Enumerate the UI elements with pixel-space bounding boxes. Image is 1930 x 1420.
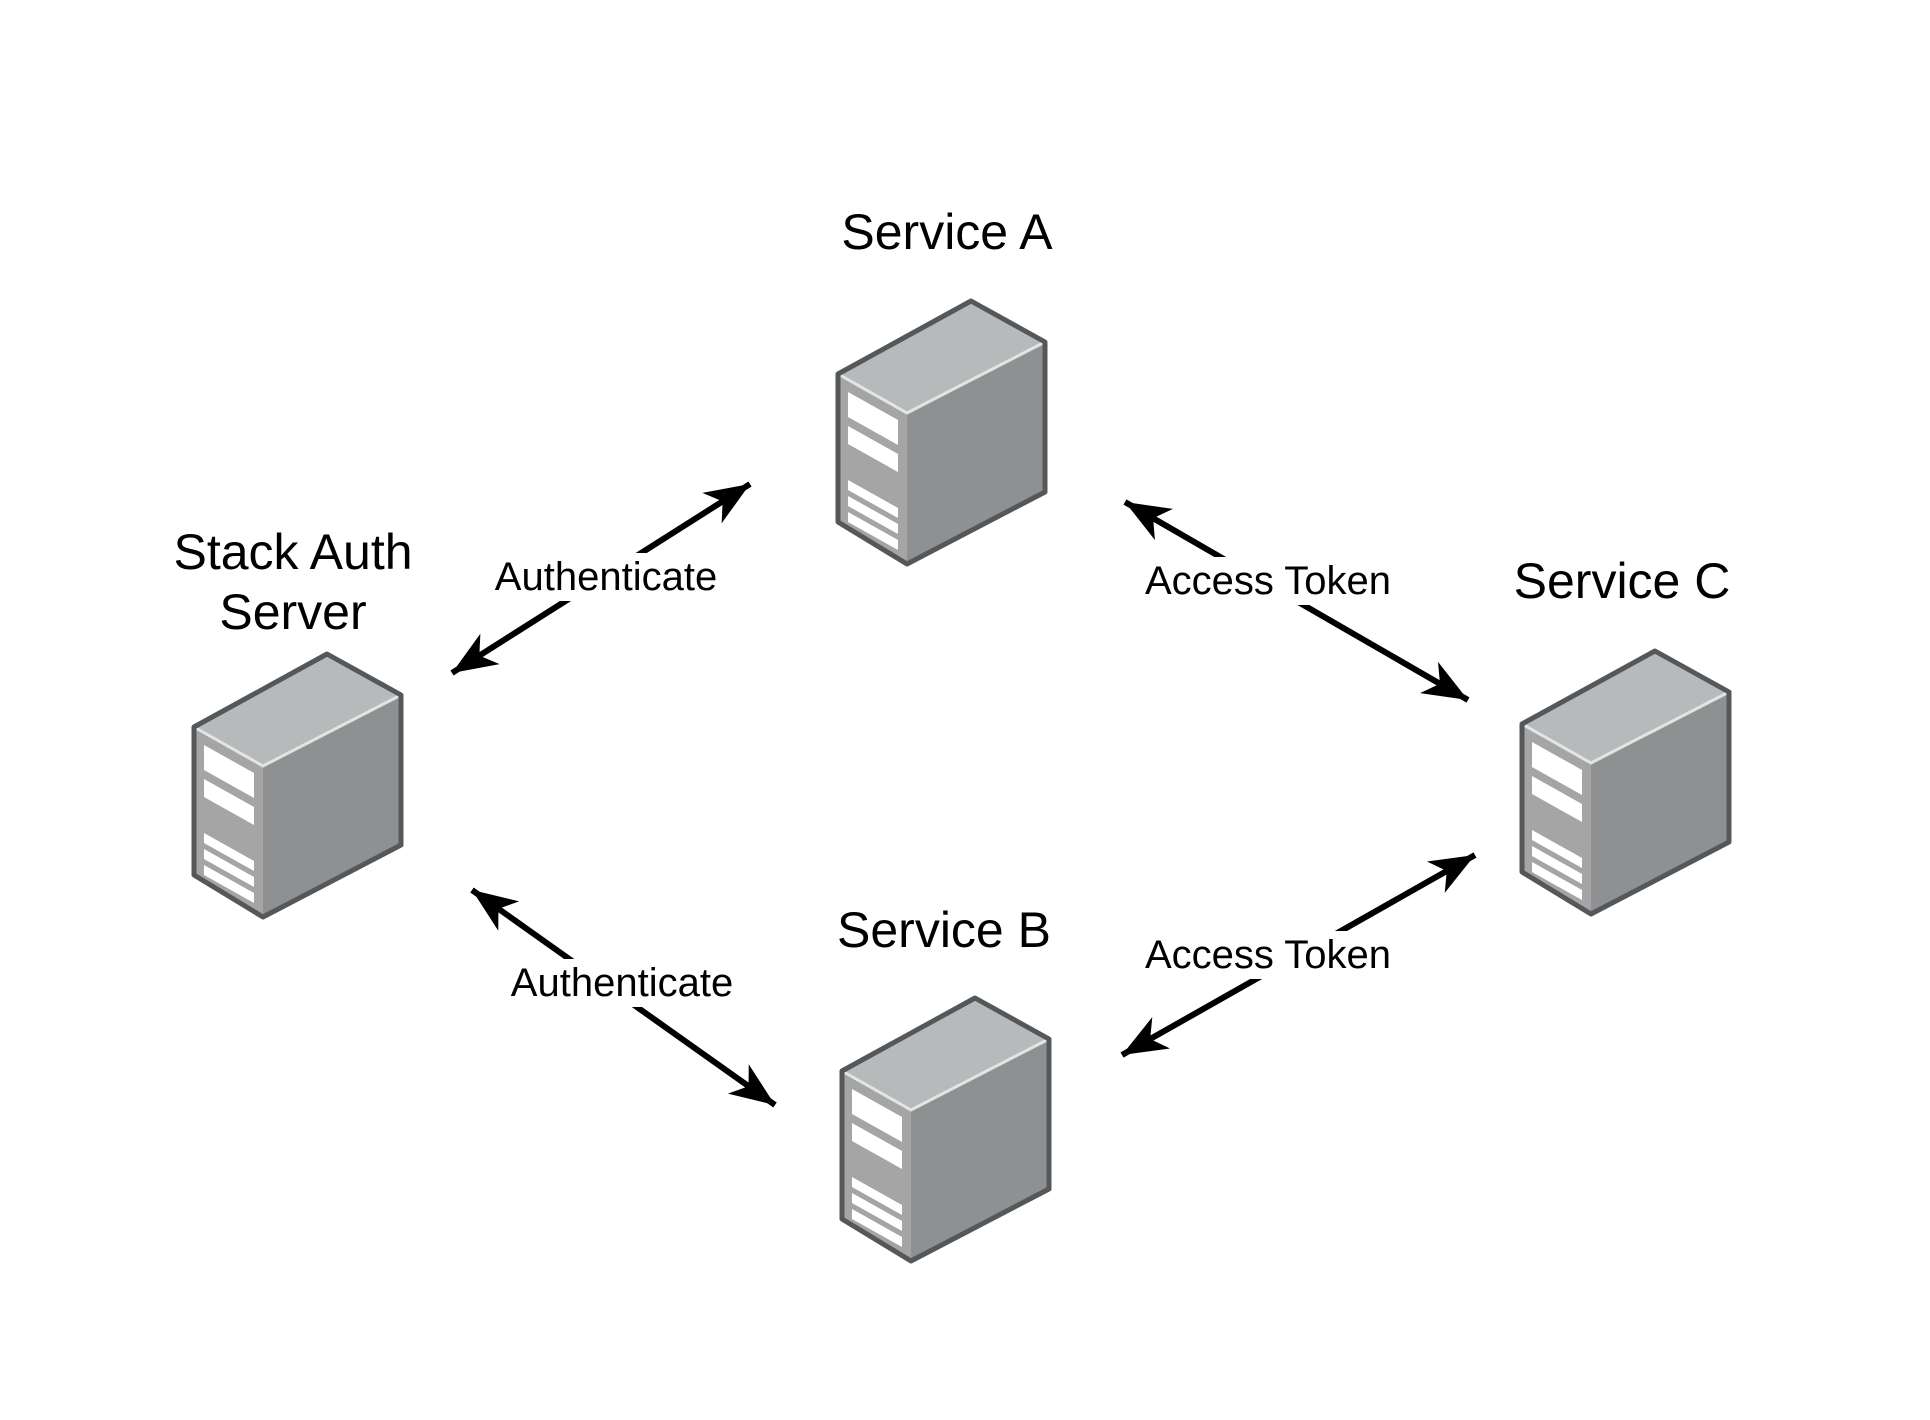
node-label-line: Server xyxy=(219,584,367,640)
edge-label-authenticate-top: Authenticate xyxy=(486,553,726,601)
server-icon-service-c xyxy=(1522,651,1729,914)
edge-label-authenticate-bottom: Authenticate xyxy=(502,959,742,1007)
node-label-service-b: Service B xyxy=(837,902,1051,958)
server-icon-service-a xyxy=(838,301,1045,564)
server-icon-stack-auth-server xyxy=(194,654,401,917)
server-icon-service-b xyxy=(842,998,1049,1261)
node-label-service-c: Service C xyxy=(1513,553,1731,609)
node-label-line: Stack Auth xyxy=(173,524,413,580)
node-label-stack-auth-server: Stack Auth Server xyxy=(173,522,412,642)
edge-label-access-token-top: Access Token xyxy=(1136,557,1400,605)
node-label-service-a: Service A xyxy=(841,204,1053,260)
edge-label-access-token-bottom: Access Token xyxy=(1136,931,1400,979)
